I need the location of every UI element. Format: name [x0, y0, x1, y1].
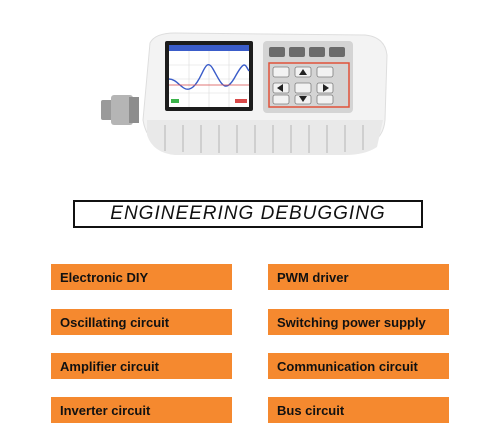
tag-pwm-driver: PWM driver	[268, 264, 449, 290]
bnc-connector-icon	[101, 95, 139, 125]
oscilloscope-image	[95, 25, 395, 175]
tag-oscillating-circuit: Oscillating circuit	[51, 309, 232, 335]
device-keypad	[263, 41, 353, 113]
section-title: ENGINEERING DEBUGGING	[110, 203, 386, 224]
tag-switching-power-supply: Switching power supply	[268, 309, 449, 335]
title-banner: ENGINEERING DEBUGGING	[73, 200, 423, 228]
tag-communication-circuit: Communication circuit	[268, 353, 449, 379]
tag-amplifier-circuit: Amplifier circuit	[51, 353, 232, 379]
tag-electronic-diy: Electronic DIY	[51, 264, 232, 290]
device-screen	[165, 41, 253, 111]
tag-bus-circuit: Bus circuit	[268, 397, 449, 423]
tag-inverter-circuit: Inverter circuit	[51, 397, 232, 423]
